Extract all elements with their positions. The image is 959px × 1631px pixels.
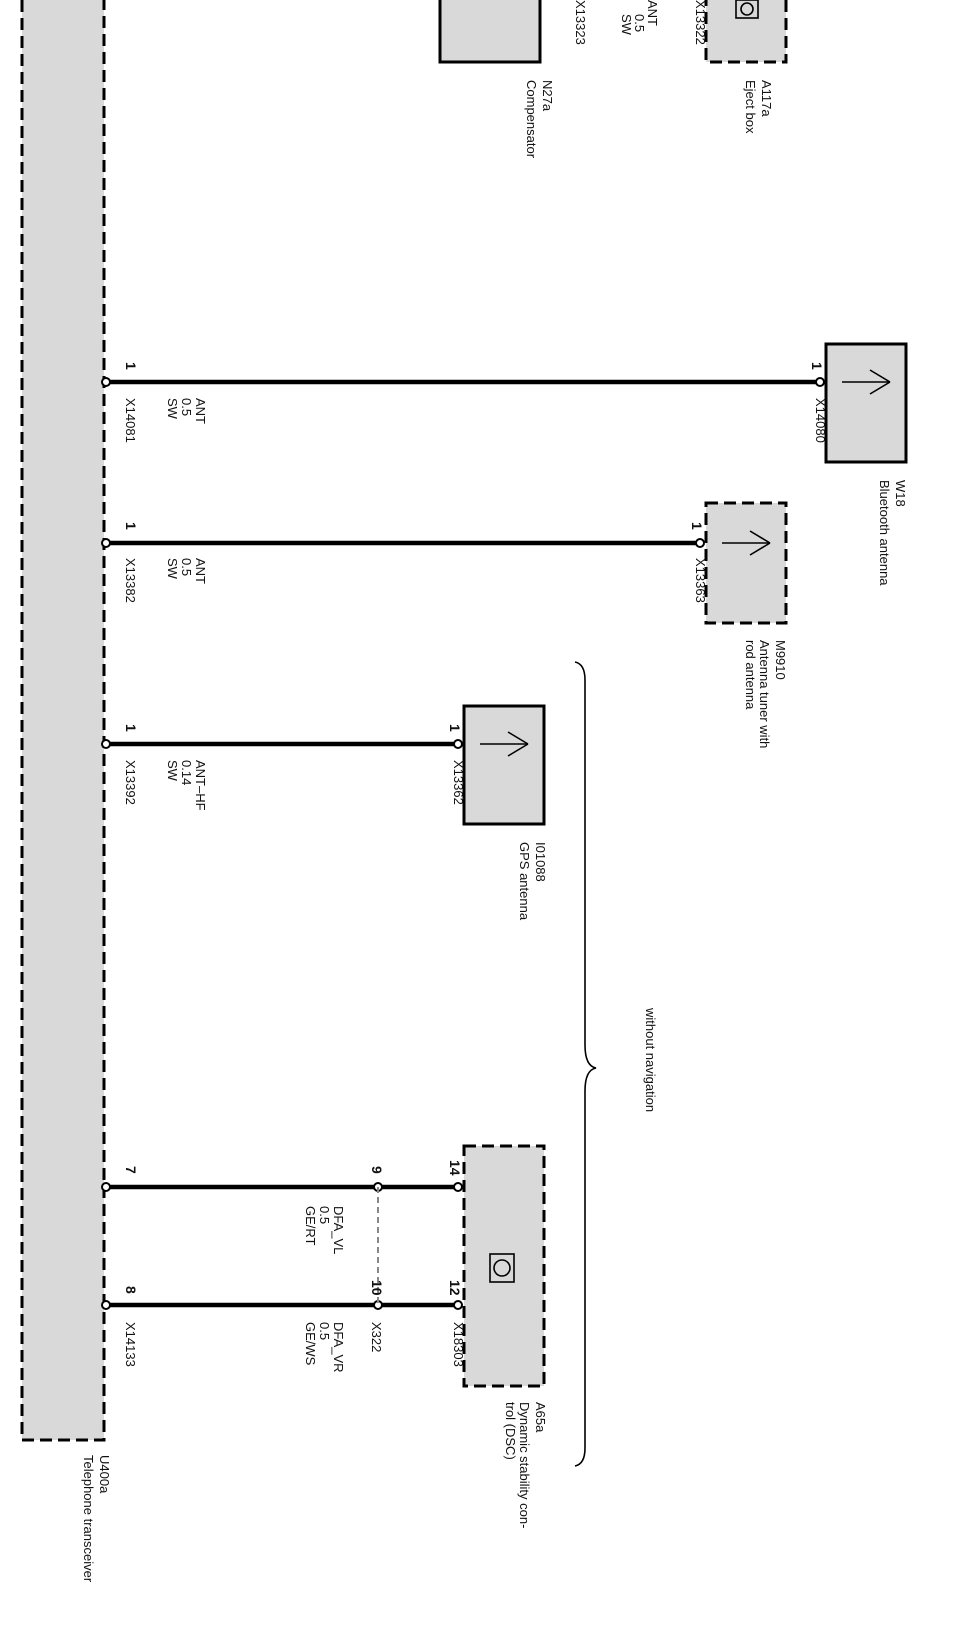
gps-antenna-module: I01088 GPS antenna X13362 1 (447, 704, 548, 921)
x322-pin-b: 10 (369, 1280, 385, 1296)
x322-pin-a: 9 (369, 1166, 385, 1174)
bluetooth-antenna-pin: 1 (809, 362, 825, 370)
compensator-module: X13323 N27a Compensator (438, 0, 588, 159)
transceiver-id: U400a (97, 1455, 112, 1494)
dfa-vr-signal: DFA_VR (331, 1322, 346, 1373)
antenna-tuner-id: M9910 (773, 640, 788, 680)
eject-box-id: A117a (759, 80, 774, 117)
x322-id: X322 (369, 1322, 384, 1352)
dfa-vr-color: GE/WS (303, 1322, 318, 1366)
dsc-pin-a: 14 (447, 1160, 463, 1176)
variant-brace: without navigation (574, 661, 658, 1467)
compensator-name: Compensator (524, 80, 539, 159)
ground-symbol-icon (735, 0, 759, 19)
antenna-tuner-name-line1: Antenna tuner with (757, 640, 772, 748)
eject-box-name: Eject box (743, 80, 758, 134)
gps-antenna-connector: X13362 (451, 760, 466, 805)
ground-symbol-icon (489, 1253, 515, 1283)
bluetooth-antenna-module: W18 Bluetooth antenna X14080 1 (809, 342, 908, 586)
connector-pin-icon (101, 377, 111, 387)
antenna-tuner-wire-size: 0.5 (179, 558, 194, 576)
gps-antenna-id: I01088 (533, 842, 548, 882)
dsc-connector: X18303 (451, 1322, 466, 1367)
antenna-tuner-wire-connector: X13382 (123, 558, 138, 603)
dsc-pin-b: 12 (447, 1280, 463, 1296)
transceiver-name: Telephone transceiver (81, 1455, 96, 1583)
compensator-connector: X13323 (573, 0, 588, 45)
connector-pin-icon (101, 1300, 111, 1310)
gps-antenna-pin: 1 (447, 724, 463, 732)
wire-antenna-tuner: 1 X13382 ANT 0.5 SW (101, 522, 705, 603)
antenna-icon (842, 369, 891, 395)
eject-box-connector: X13322 (693, 0, 708, 45)
bluetooth-antenna-id: W18 (893, 480, 908, 507)
antenna-tuner-module: M9910 Antenna tuner with rod antenna X13… (689, 501, 788, 748)
dfa-vl-signal: DFA_VL (331, 1206, 346, 1254)
wire-bluetooth: 1 X14081 ANT 0.5 SW (101, 362, 825, 443)
dfa-vr-connector: X14133 (123, 1322, 138, 1367)
dfa-vl-pin: 7 (123, 1166, 139, 1174)
connector-pin-icon (101, 538, 111, 548)
gps-wire-pin: 1 (123, 724, 139, 732)
variant-note: without navigation (643, 1007, 658, 1112)
telephone-transceiver-module: U400a Telephone transceiver (20, 0, 112, 1583)
top-wire-color: SW (619, 14, 634, 36)
connector-pin-icon (453, 1182, 463, 1192)
dsc-name-line1: Dynamic stability con- (517, 1402, 532, 1528)
antenna-tuner-connector: X13363 (693, 558, 708, 603)
wire-dfa-vl: 7 DFA_VL 0.5 GE/RT (101, 1166, 463, 1254)
dfa-vl-color: GE/RT (303, 1206, 318, 1246)
antenna-tuner-wire-signal: ANT (193, 558, 208, 584)
connector-pin-icon (695, 538, 705, 548)
wire-gps: 1 X13392 ANT–HF 0.14 SW (101, 724, 463, 811)
connector-pin-icon (453, 1300, 463, 1310)
top-wire-label: ANT 0.5 SW (619, 0, 660, 36)
dsc-module: A65a Dynamic stability con- trol (DSC) X… (447, 1144, 548, 1528)
inline-connector-x322: 9 10 X322 (369, 1166, 385, 1352)
connector-pin-icon (101, 1182, 111, 1192)
antenna-tuner-wire-pin: 1 (123, 522, 139, 530)
connector-pin-icon (101, 739, 111, 749)
connector-pin-icon (815, 377, 825, 387)
antenna-icon (480, 731, 529, 757)
compensator-id: N27a (540, 80, 555, 112)
antenna-tuner-wire-color: SW (165, 558, 180, 580)
bluetooth-wire-connector: X14081 (123, 398, 138, 443)
bluetooth-wire-signal: ANT (193, 398, 208, 424)
top-wire-signal: ANT (645, 0, 660, 26)
eject-box-module: X13322 A117a Eject box (693, 0, 788, 134)
bluetooth-wire-pin: 1 (123, 362, 139, 370)
dsc-name-line2: trol (DSC) (503, 1402, 518, 1460)
bluetooth-wire-color: SW (165, 398, 180, 420)
dfa-vl-size: 0.5 (317, 1206, 332, 1224)
dfa-vr-pin: 8 (123, 1286, 139, 1294)
connector-pin-icon (453, 739, 463, 749)
gps-wire-signal: ANT–HF (193, 760, 208, 811)
antenna-tuner-name-line2: rod antenna (743, 640, 758, 710)
dfa-vr-size: 0.5 (317, 1322, 332, 1340)
antenna-tuner-pin: 1 (689, 522, 705, 530)
bluetooth-wire-size: 0.5 (179, 398, 194, 416)
gps-wire-color: SW (165, 760, 180, 782)
dsc-id: A65a (533, 1402, 548, 1433)
bluetooth-antenna-name: Bluetooth antenna (877, 480, 892, 586)
gps-antenna-name: GPS antenna (517, 842, 532, 921)
gps-wire-size: 0.14 (179, 760, 194, 785)
gps-wire-connector: X13392 (123, 760, 138, 805)
wire-dfa-vr: 8 X14133 DFA_VR 0.5 GE/WS (101, 1286, 463, 1373)
top-wire-size: 0.5 (632, 14, 647, 32)
bluetooth-antenna-connector: X14080 (813, 398, 828, 443)
antenna-icon (722, 530, 771, 556)
